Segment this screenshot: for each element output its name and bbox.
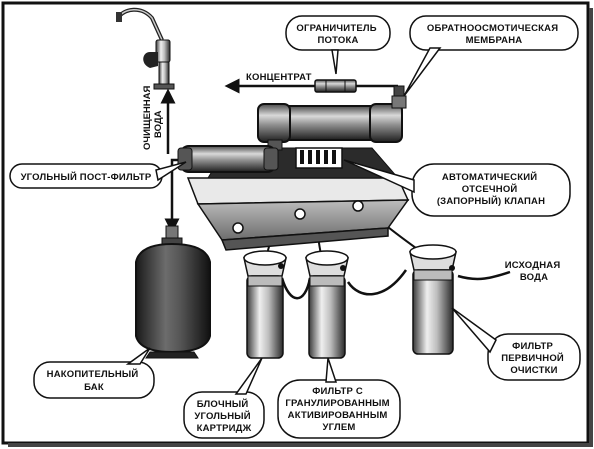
ro-membrane-housing xyxy=(257,85,407,151)
callout-ro-membrane: ОБРАТНООСМОТИЧЕСКАЯ МЕМБРАНА xyxy=(403,15,579,97)
callout-prefilter: ФИЛЬТР ПЕРВИЧНОЙ ОЧИСТКИ xyxy=(451,307,581,381)
shutoff-valve xyxy=(295,147,343,169)
label-granular-carbon: ФИЛЬТР С ГРАНУЛИРОВАННЫМ АКТИВИРОВАННЫМ … xyxy=(285,386,392,433)
label-source-water-line-2: ВОДА xyxy=(520,272,548,283)
label-prefilter-line-3: ОЧИСТКИ xyxy=(510,365,557,376)
label-source-water-line-1: ИСХОДНАЯ xyxy=(505,260,561,271)
cartridge-housing-3 xyxy=(409,244,457,355)
label-ro-membrane-line-1: ОБРАТНООСМОТИЧЕСКАЯ xyxy=(427,23,558,34)
label-storage-tank-line-1: НАКОПИТЕЛЬНЫЙ xyxy=(47,368,139,380)
label-ro-membrane: ОБРАТНООСМОТИЧЕСКАЯ МЕМБРАНА xyxy=(427,23,561,46)
label-granular-carbon-line-1: ФИЛЬТР С xyxy=(312,386,363,397)
carbon-post-filter xyxy=(177,145,279,173)
label-concentrate: КОНЦЕНТРАТ xyxy=(246,72,312,83)
label-shutoff-valve-line-3: (ЗАПОРНЫЙ) КЛАПАН xyxy=(437,195,545,207)
label-storage-tank: НАКОПИТЕЛЬНЫЙ БАК xyxy=(47,368,142,393)
label-ro-membrane-line-2: МЕМБРАНА xyxy=(466,35,523,46)
callout-block-carbon: БЛОЧНЫЙ УГОЛЬНЫЙ КАРТРИДЖ xyxy=(183,357,265,439)
storage-tank xyxy=(135,225,211,359)
callout-granular-carbon: ФИЛЬТР С ГРАНУЛИРОВАННЫМ АКТИВИРОВАННЫМ … xyxy=(277,357,401,439)
label-flow-limiter-line-1: ОГРАНИЧИТЕЛЬ xyxy=(296,23,376,34)
label-block-carbon-line-3: КАРТРИДЖ xyxy=(197,423,252,434)
label-flow-limiter: ОГРАНИЧИТЕЛЬ ПОТОКА xyxy=(296,23,379,46)
callout-shutoff-valve: АВТОМАТИЧЕСКИЙ ОТСЕЧНОЙ (ЗАПОРНЫЙ) КЛАПА… xyxy=(343,159,571,217)
cartridge-housing-2 xyxy=(305,250,349,359)
label-prefilter-line-2: ПЕРВИЧНОЙ xyxy=(501,352,564,364)
faucet xyxy=(116,7,175,90)
callout-flow-limiter: ОГРАНИЧИТЕЛЬ ПОТОКА xyxy=(285,15,391,75)
label-prefilter: ФИЛЬТР ПЕРВИЧНОЙ ОЧИСТКИ xyxy=(501,341,567,376)
label-purified-water-line-2: ВОДА xyxy=(153,110,164,138)
label-block-carbon-line-1: БЛОЧНЫЙ xyxy=(197,398,249,410)
label-granular-carbon-line-2: ГРАНУЛИРОВАННЫМ xyxy=(285,398,389,409)
label-storage-tank-line-2: БАК xyxy=(84,382,104,393)
label-flow-limiter-line-2: ПОТОКА xyxy=(317,35,358,46)
label-granular-carbon-line-3: АКТИВИРОВАННЫМ xyxy=(288,410,388,421)
label-block-carbon-line-2: УГОЛЬНЫЙ xyxy=(194,410,250,422)
callout-carbon-post-filter: УГОЛЬНЫЙ ПОСТ-ФИЛЬТР xyxy=(9,161,187,189)
cartridge-housing-1 xyxy=(243,250,287,359)
label-granular-carbon-line-4: УГЛЕМ xyxy=(323,422,356,433)
frame-shadow-bottom xyxy=(8,443,593,447)
frame-shadow xyxy=(589,8,593,445)
label-shutoff-valve: АВТОМАТИЧЕСКИЙ ОТСЕЧНОЙ (ЗАПОРНЫЙ) КЛАПА… xyxy=(437,171,545,207)
label-shutoff-valve-line-1: АВТОМАТИЧЕСКИЙ xyxy=(442,171,537,183)
callout-storage-tank: НАКОПИТЕЛЬНЫЙ БАК xyxy=(33,347,155,399)
label-prefilter-line-1: ФИЛЬТР xyxy=(512,341,553,352)
flow-limiter xyxy=(314,79,357,93)
label-purified-water-line-1: ОЧИЩЕННАЯ xyxy=(142,86,153,150)
label-carbon-post-filter: УГОЛЬНЫЙ ПОСТ-ФИЛЬТР xyxy=(21,171,152,183)
label-block-carbon: БЛОЧНЫЙ УГОЛЬНЫЙ КАРТРИДЖ xyxy=(194,398,253,434)
label-shutoff-valve-line-2: ОТСЕЧНОЙ xyxy=(462,183,518,195)
label-source-water: ИСХОДНАЯ ВОДА xyxy=(505,260,563,283)
label-purified-water: ОЧИЩЕННАЯ ВОДА xyxy=(142,83,164,150)
